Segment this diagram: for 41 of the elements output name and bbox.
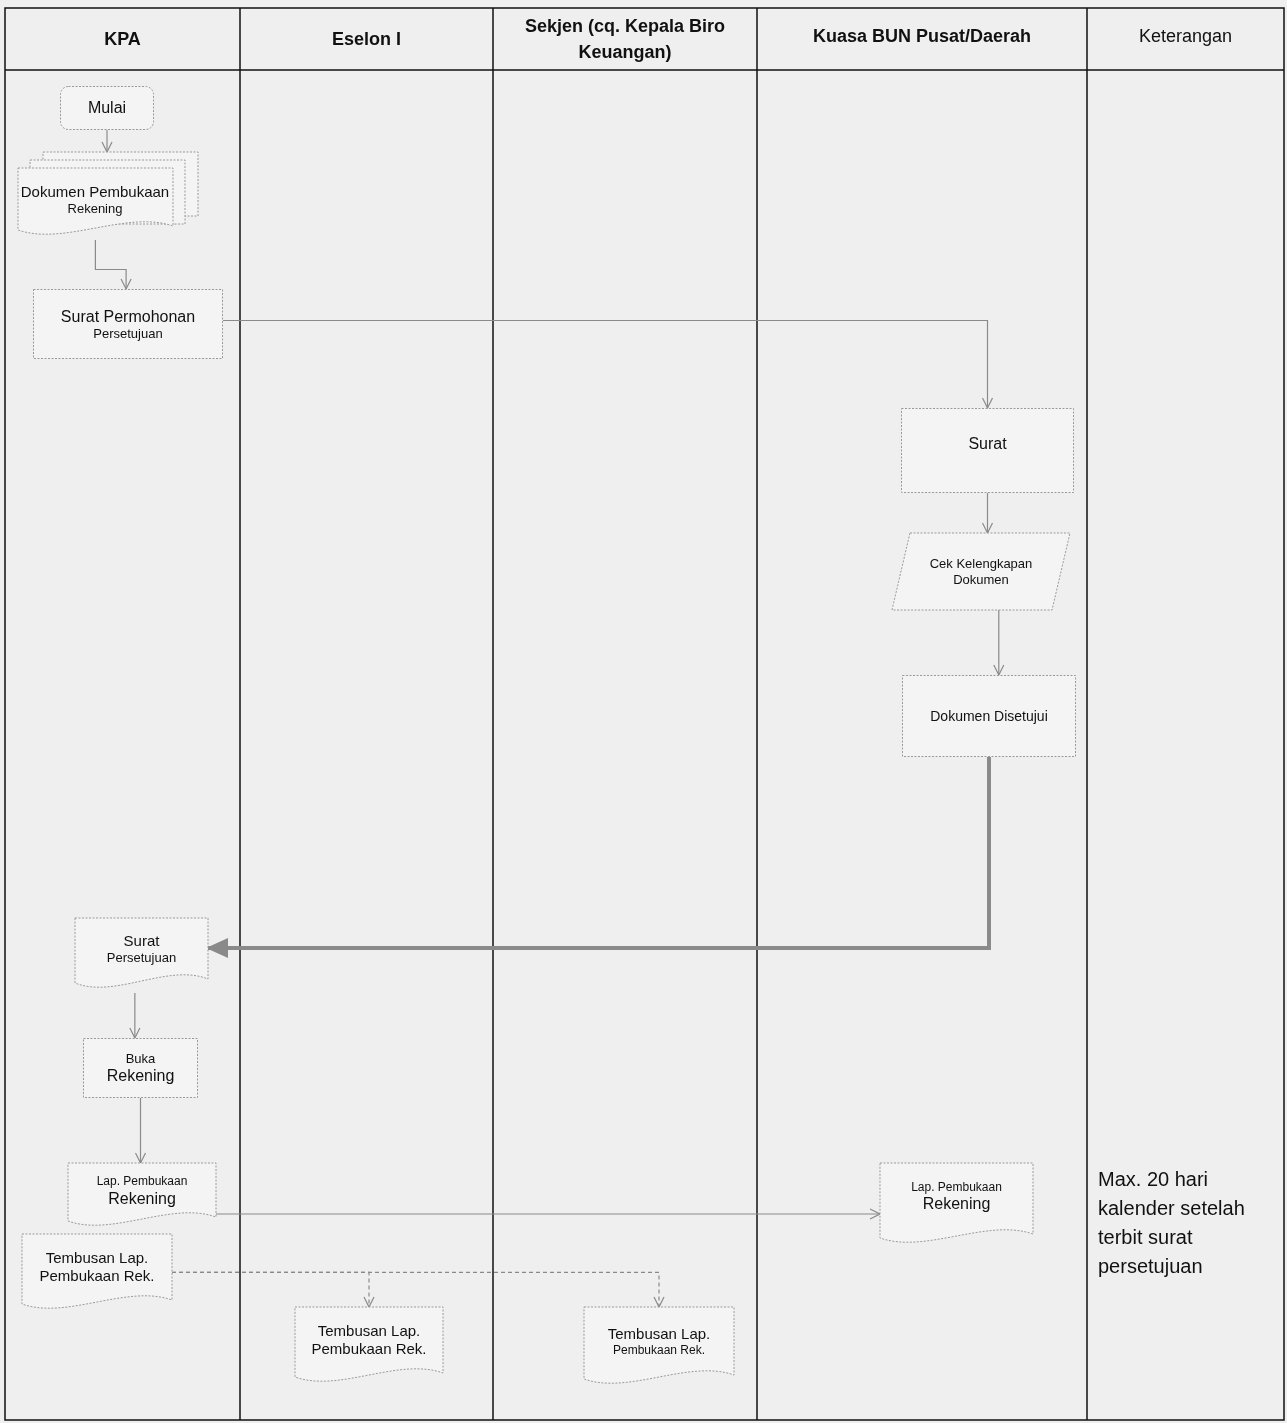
arrow: [222, 319, 994, 409]
arrow: [981, 492, 994, 534]
node-text: Tembusan Lap. Pembukaan Rek.: [310, 1322, 428, 1358]
node-text: Pembukaan Rek.: [612, 1342, 706, 1358]
start-terminator: [60, 86, 154, 130]
lane-header: Keterangan: [1137, 24, 1234, 48]
process-box: [901, 408, 1074, 493]
node-text: Tembusan Lap. Pembukaan Rek.: [38, 1249, 156, 1285]
arrow: [94, 239, 132, 290]
node-text: Lap. Pembukaan: [911, 1179, 1002, 1195]
node-text: Surat Permohonan: [60, 306, 196, 326]
node-text: Rekening: [108, 1188, 176, 1208]
process-box: [33, 289, 223, 359]
lane-header: KPA: [103, 27, 142, 51]
arrow: [129, 992, 141, 1039]
node-text: Persetujuan: [93, 325, 163, 342]
process-box: [902, 675, 1076, 757]
arrow: [171, 1271, 665, 1308]
node-text: Dokumen Disetujui: [930, 707, 1048, 725]
lane-header: Kuasa BUN Pusat/Daerah: [811, 24, 1033, 48]
arrow: [134, 1097, 147, 1164]
node-text: Rekening: [106, 1066, 175, 1086]
node-text: Surat: [123, 931, 160, 950]
lane-header: Eselon I: [331, 27, 402, 51]
arrow: [215, 1208, 881, 1220]
node-text: Rekening: [67, 201, 123, 217]
node-text: Surat: [968, 433, 1007, 454]
arrow: [993, 609, 1005, 676]
arrow: [101, 129, 113, 153]
node-text: Lap. Pembukaan: [96, 1174, 188, 1189]
node-text: Dokumen Pembukaan: [20, 183, 170, 202]
process-box: [83, 1038, 198, 1098]
node-text: Persetujuan: [106, 949, 177, 966]
node-text: Tembusan Lap.: [607, 1324, 711, 1343]
lane-header: Sekjen (cq. Kepala Biro Keuangan): [523, 14, 727, 64]
node-text: Buka: [125, 1050, 156, 1067]
note-text: Max. 20 hari kalender setelah terbit surat persetujuan: [1098, 1167, 1246, 1279]
data-parallelogram: [892, 533, 1070, 610]
node-text: Mulai: [87, 98, 127, 118]
node-text: Rekening: [922, 1194, 991, 1214]
node-text: Cek Kelengkapan Dokumen: [928, 555, 1034, 588]
